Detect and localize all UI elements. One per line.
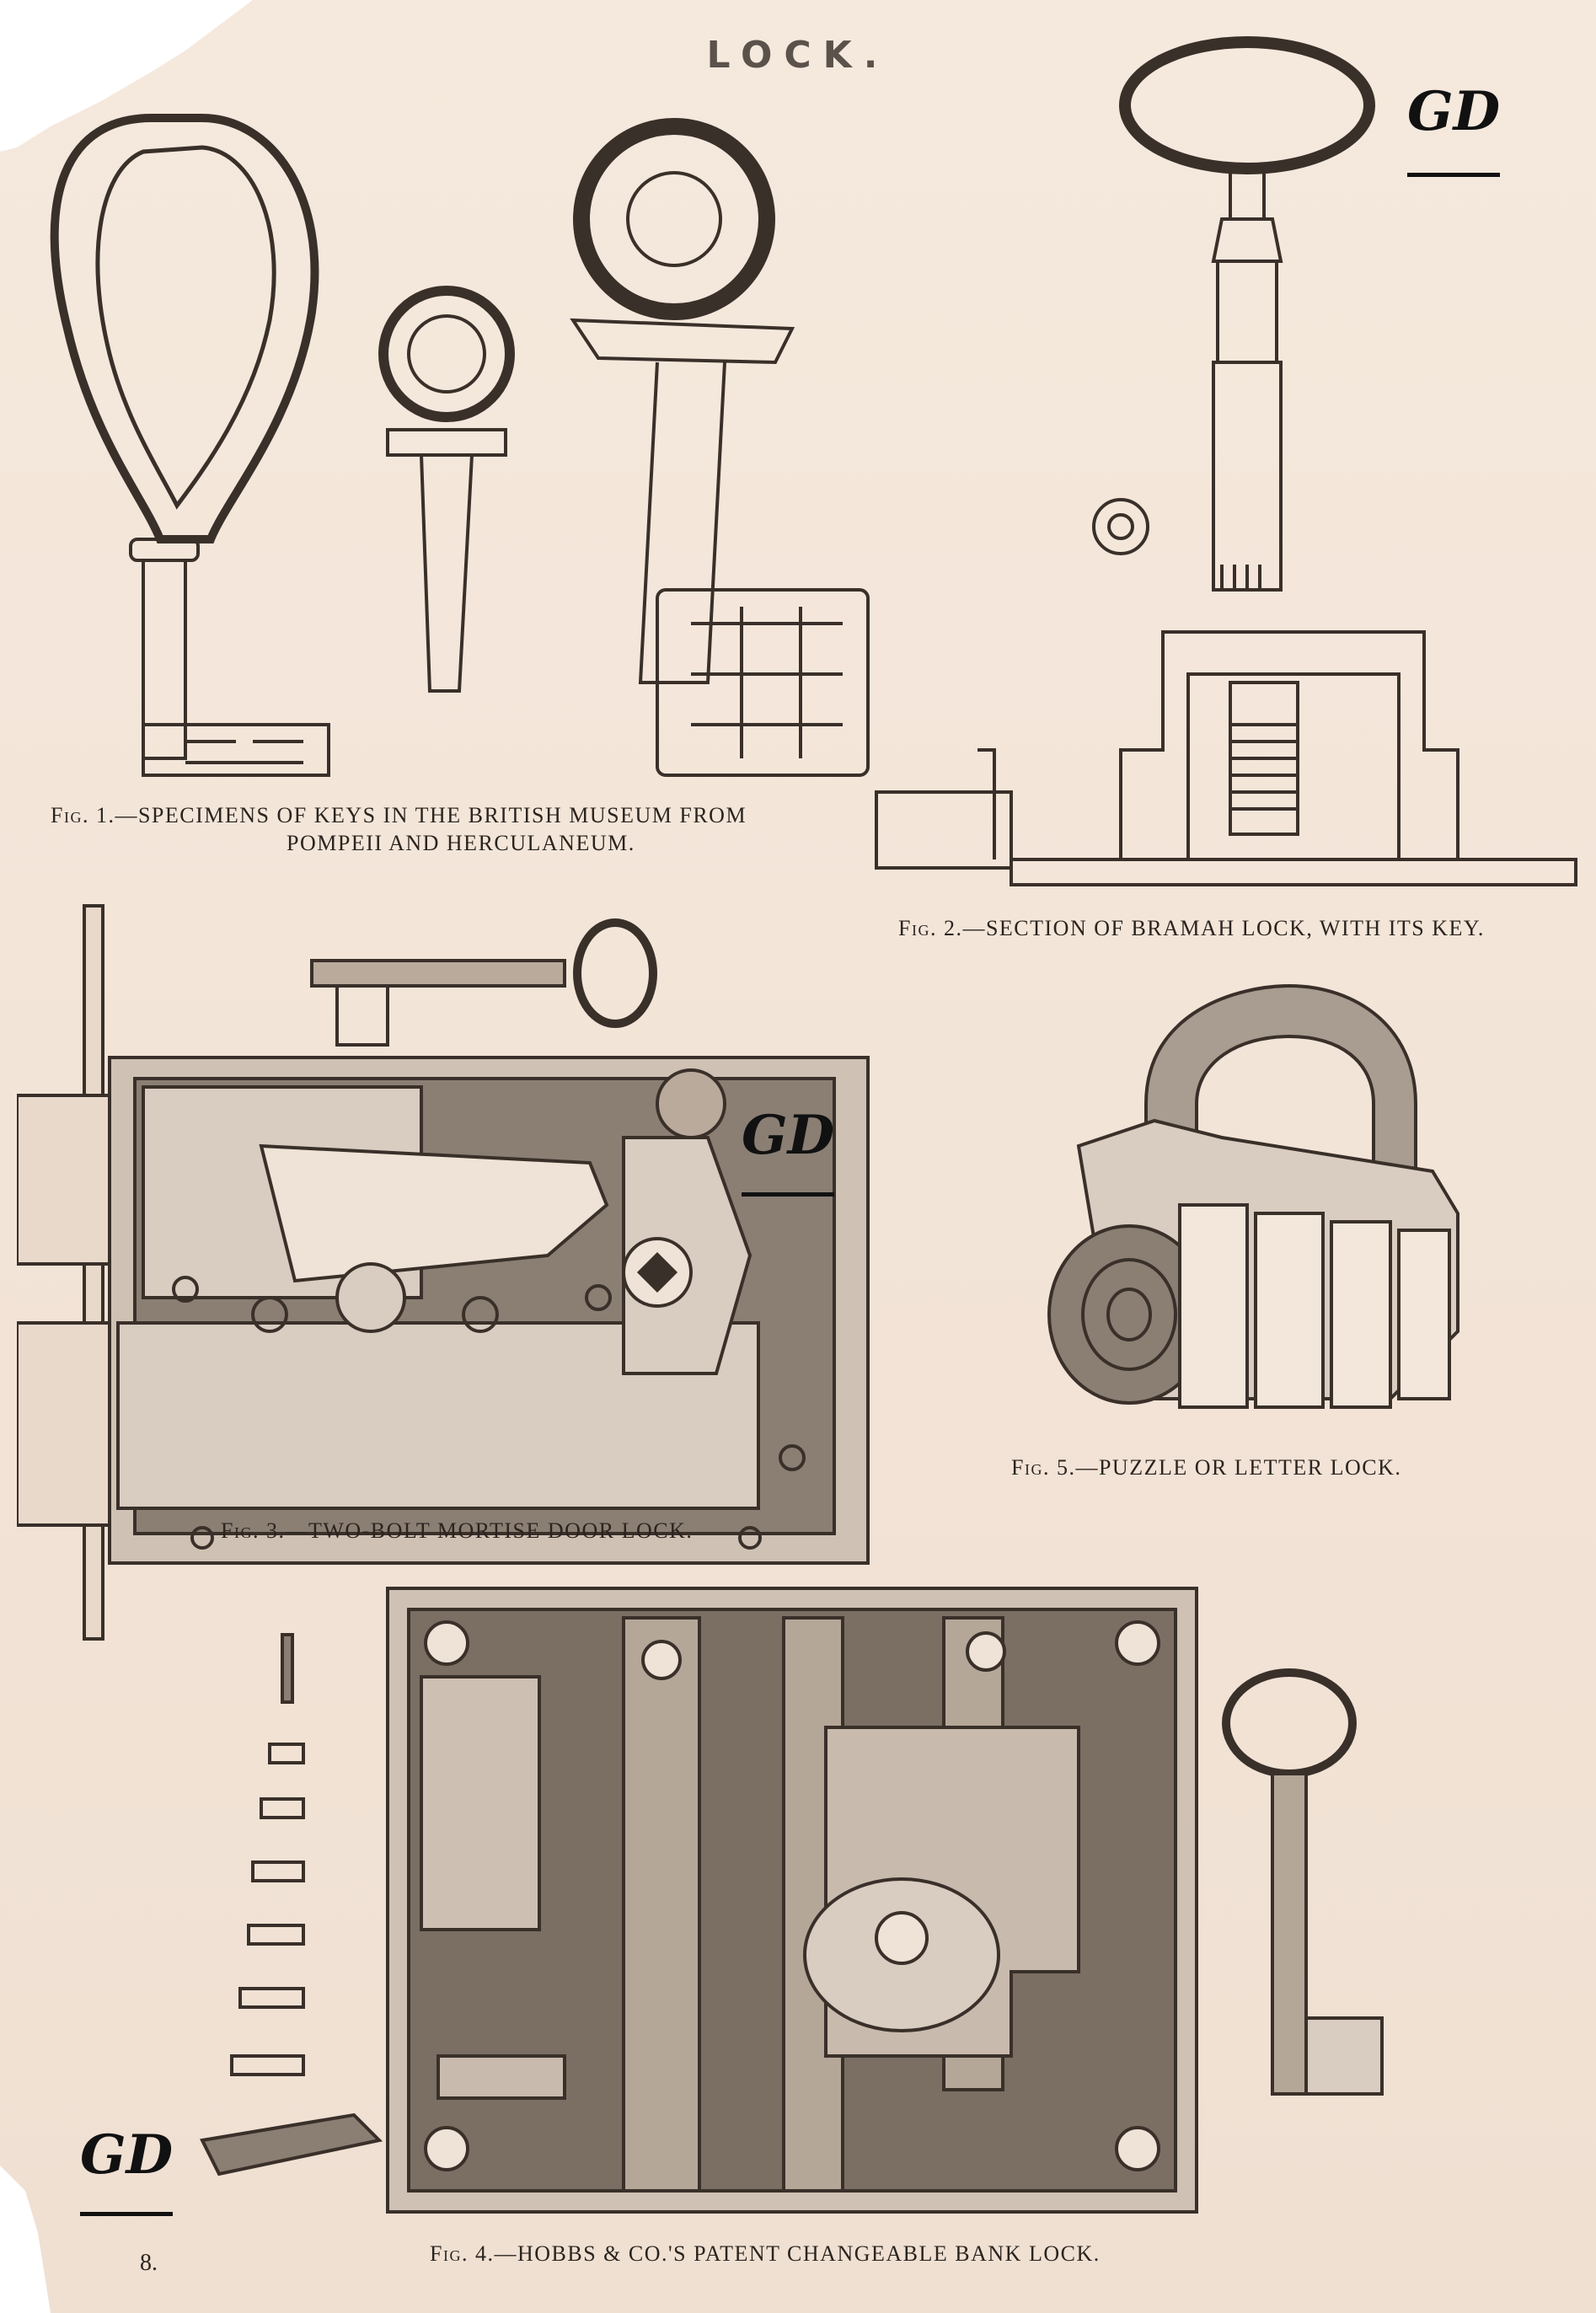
fig1-caption-line1: —SPECIMENS OF KEYS IN THE BRITISH MUSEUM… [115, 803, 747, 827]
fig2-label: Fig. 2. [898, 916, 963, 940]
watermark-text: GD [80, 2123, 174, 2187]
page-title: LOCK. [706, 34, 890, 77]
fig1-illustration [17, 101, 876, 792]
bramah-key-icon [1119, 36, 1375, 592]
watermark-underline [742, 1192, 835, 1197]
mortise-lock-body-icon [17, 1056, 870, 1565]
bank-lock-body-icon [386, 1587, 1198, 2214]
bramah-barrel-icon [1092, 498, 1149, 555]
fig3-caption-line1: —TWO-BOLT MORTISE DOOR LOCK. [285, 1518, 694, 1543]
fig3-illustration [17, 902, 876, 1643]
watermark-bottom-left: GD [80, 2123, 174, 2216]
fig2-caption-line1: —SECTION OF BRAMAH LOCK, WITH ITS KEY. [962, 916, 1485, 940]
key-small-center-icon [378, 286, 515, 693]
watermark-underline [80, 2212, 174, 2216]
fig5-illustration [1020, 977, 1475, 1449]
fig5-caption-line1: —PUZZLE OR LETTER LOCK. [1075, 1455, 1402, 1480]
fig5-caption: Fig. 5.—PUZZLE OR LETTER LOCK. [1011, 1455, 1401, 1480]
key-large-left-icon [50, 114, 330, 777]
watermark-underline [1407, 173, 1501, 177]
watermark-center: GD [742, 1104, 835, 1197]
bramah-lock-section-icon [875, 630, 1577, 886]
fig1-caption-line2: POMPEII AND HERCULANEUM. [287, 831, 635, 855]
watermark-text: GD [1407, 80, 1501, 143]
fig4-caption-line1: —HOBBS & CO.'S PATENT CHANGEABLE BANK LO… [494, 2241, 1101, 2266]
key-large-right-icon [570, 118, 870, 777]
puzzle-padlock-icon [1047, 983, 1459, 1409]
fig4-label: Fig. 4. [430, 2241, 495, 2266]
fig2-illustration [868, 25, 1593, 893]
watermark-text: GD [742, 1104, 835, 1167]
mortise-key-icon [310, 918, 657, 1047]
fig2-caption: Fig. 2.—SECTION OF BRAMAH LOCK, WITH ITS… [898, 916, 1485, 941]
fig5-label: Fig. 5. [1011, 1455, 1076, 1480]
changeable-bits-icon [200, 1633, 383, 2176]
fig4-illustration [185, 1584, 1407, 2225]
fig4-caption: Fig. 4.—HOBBS & CO.'S PATENT CHANGEABLE … [430, 2241, 1101, 2267]
page-number: 8. [140, 2250, 158, 2276]
hobbs-key-icon [1222, 1668, 1384, 2096]
fig3-caption: Fig. 3.—TWO-BOLT MORTISE DOOR LOCK. [221, 1518, 693, 1544]
fig3-label: Fig. 3. [221, 1518, 286, 1543]
watermark-top-right: GD [1407, 80, 1501, 177]
fig1-caption: Fig. 1.—SPECIMENS OF KEYS IN THE BRITISH… [51, 803, 747, 828]
fig1-label: Fig. 1. [51, 803, 115, 827]
